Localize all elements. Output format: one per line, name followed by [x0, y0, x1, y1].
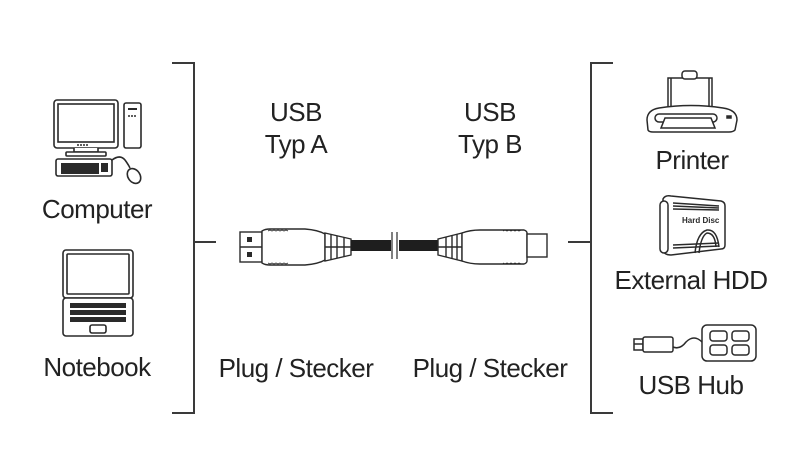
device-label-external-hdd: External HDD: [614, 265, 768, 295]
connector-a-line2: Typ A: [264, 129, 328, 159]
hdd-label-text: Hard Disc: [682, 216, 720, 225]
connector-a-caption: Plug / Stecker: [218, 353, 374, 383]
external-hdd-icon: Hard Disc: [659, 195, 726, 256]
connector-a-title: USB Typ A: [265, 96, 328, 160]
device-label-computer: Computer: [41, 194, 153, 224]
connector-b-caption: Plug / Stecker: [412, 353, 568, 383]
connector-b-line1: USB: [464, 97, 516, 127]
left-bracket: [172, 62, 195, 414]
usb-hub-icon: [633, 324, 757, 362]
laptop-icon: [62, 249, 134, 337]
desktop-computer-icon: [53, 99, 142, 185]
right-bracket: [590, 62, 613, 414]
cable-left: [351, 240, 391, 251]
printer-icon: [646, 70, 738, 133]
usb-a-plug: [239, 228, 352, 266]
connector-b-title: USB Typ B: [458, 96, 522, 160]
device-label-notebook: Notebook: [43, 352, 151, 382]
connector-b-line2: Typ B: [458, 129, 522, 159]
cable-right: [399, 240, 438, 251]
connector-a-line1: USB: [270, 97, 322, 127]
device-label-usb-hub: USB Hub: [638, 370, 744, 400]
usb-b-plug: [437, 229, 548, 265]
device-label-printer: Printer: [655, 145, 729, 175]
